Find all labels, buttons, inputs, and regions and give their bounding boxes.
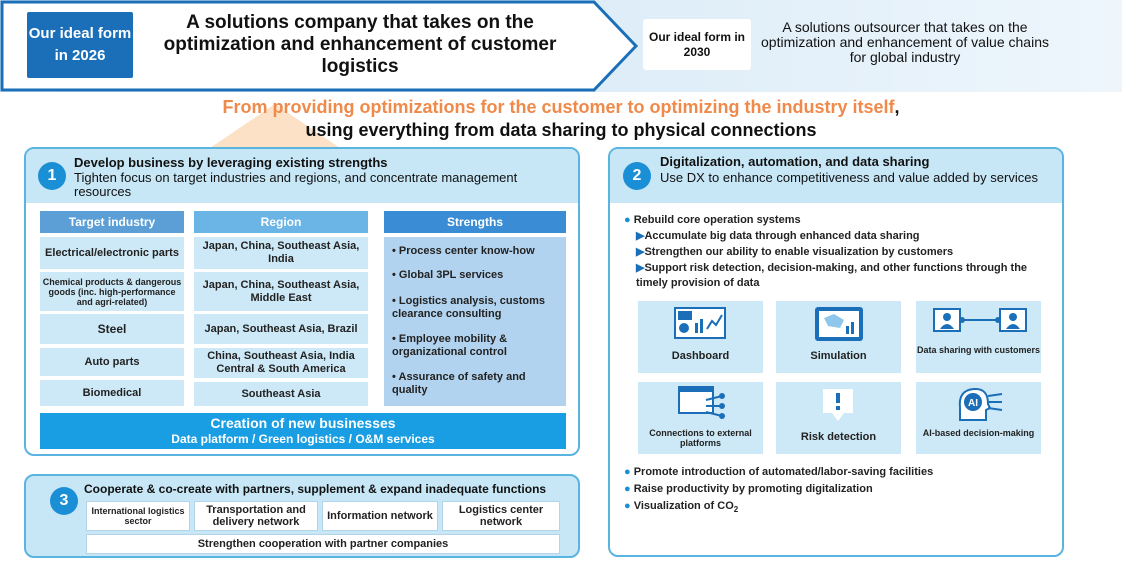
strength-item: • Process center know-how [392,245,535,257]
simulation-icon [815,307,863,341]
vision-2026-title: A solutions company that takes on the op… [163,12,557,77]
strength-item: • Assurance of safety and quality [392,371,526,396]
bullet-productivity: ● Raise productivity by promoting digita… [624,483,873,495]
industry-cell: Biomedical [40,380,184,406]
tile-label: Data sharing with customers [916,345,1041,355]
panel1-title: Develop business by leveraging existing … [74,155,388,170]
header-arrow [0,0,639,92]
tile-label: Connections to external platforms [649,428,752,448]
panel1-subtitle: Tighten focus on target industries and r… [74,170,518,199]
region-cell: Japan, Southeast Asia, Brazil [194,314,368,344]
new-business-banner: Creation of new businesses Data platform… [40,413,566,449]
spotlight-triangle [210,104,340,148]
panel3-title: Cooperate & co-create with partners, sup… [84,482,547,496]
ai-badge: AI [968,398,978,409]
badge-2030: Our ideal form in 2030 [643,19,751,70]
region-cell: Japan, China, Southeast Asia, Middle Eas… [194,272,368,311]
partner-box: Transportation and delivery network [194,501,318,531]
partner-cooperation-bar: Strengthen cooperation with partner comp… [86,534,560,554]
col-region: Region [194,211,368,233]
tile-external-platforms: Connections to external platforms [638,382,763,454]
bullet-co2: ● Visualization of CO2 [624,500,739,515]
new-business-subtitle: Data platform / Green logistics / O&M se… [171,432,435,446]
panel2-subtitle: Use DX to enhance competitiveness and va… [660,170,1038,185]
panel2-number: 2 [623,162,651,190]
dashboard-icon [674,307,726,339]
panel2-header: 2 Digitalization, automation, and data s… [610,149,1062,203]
slogan-line-1: From providing optimizations for the cus… [0,97,1122,118]
new-business-title: Creation of new businesses [210,415,396,431]
strength-item: • Logistics analysis, customs clearance … [392,295,546,320]
panel1-number: 1 [38,162,66,190]
tile-data-sharing: Data sharing with customers [916,301,1041,373]
tile-label: Dashboard [671,350,730,362]
bullet-automation: ● Promote introduction of automated/labo… [624,466,934,478]
connections-icon [678,386,725,419]
tile-ai-decision: AI AI-based decision-making [916,382,1041,454]
slogan-line-1-text: From providing optimizations for the cus… [222,97,895,117]
region-cell: Southeast Asia [194,382,368,406]
panel-existing-strengths: 1 Develop business by leveraging existin… [24,147,580,456]
panel1-header: 1 Develop business by leveraging existin… [26,149,578,203]
tile-label: AI-based decision-making [922,428,1035,438]
partner-box: Logistics center network [442,501,560,531]
industry-cell: Auto parts [40,348,184,376]
strength-item: • Global 3PL services [392,269,504,281]
badge-2026: Our ideal form in 2026 [27,12,133,78]
region-cell: China, Southeast Asia, India Central & S… [194,348,368,378]
col-target-industry: Target industry [40,211,184,233]
data-sharing-icon [933,308,1027,332]
partner-box: Information network [322,501,438,531]
strengths-list: • Process center know-how • Global 3PL s… [384,237,566,406]
ai-head-icon: AI [958,387,1003,421]
col-strengths: Strengths [384,211,566,233]
partner-box: International logistics sector [86,501,190,531]
panel2-title: Digitalization, automation, and data sha… [660,154,930,169]
region-cell: Japan, China, Southeast Asia, India [194,237,368,269]
slogan-line-2: using everything from data sharing to ph… [305,120,817,140]
slogan-comma: , [894,97,900,117]
vision-2030-title: A solutions outsourcer that takes on the… [761,19,1049,65]
sub-bullet: ▶Support risk detection, decision-making… [636,262,1028,289]
strength-item: • Employee mobility & organizational con… [392,333,508,358]
sub-bullet: ▶Accumulate big data through enhanced da… [636,230,920,242]
panel3-number: 3 [50,487,78,515]
tile-dashboard: Dashboard [638,301,763,373]
panel-partners: 3 Cooperate & co-create with partners, s… [24,474,580,558]
industry-cell: Electrical/electronic parts [40,237,184,269]
tile-label: Risk detection [800,431,877,443]
industry-cell: Steel [40,314,184,344]
panel-digitalization: 2 Digitalization, automation, and data s… [608,147,1064,557]
tile-simulation: Simulation [776,301,901,373]
alert-icon [823,389,853,421]
sub-bullet: ▶Strengthen our ability to enable visual… [636,246,954,258]
tile-label: Simulation [810,350,867,362]
tile-risk-detection: Risk detection [776,382,901,454]
industry-cell: Chemical products & dangerous goods (inc… [40,272,184,311]
bullet-core-systems: ● Rebuild core operation systems [624,214,801,226]
